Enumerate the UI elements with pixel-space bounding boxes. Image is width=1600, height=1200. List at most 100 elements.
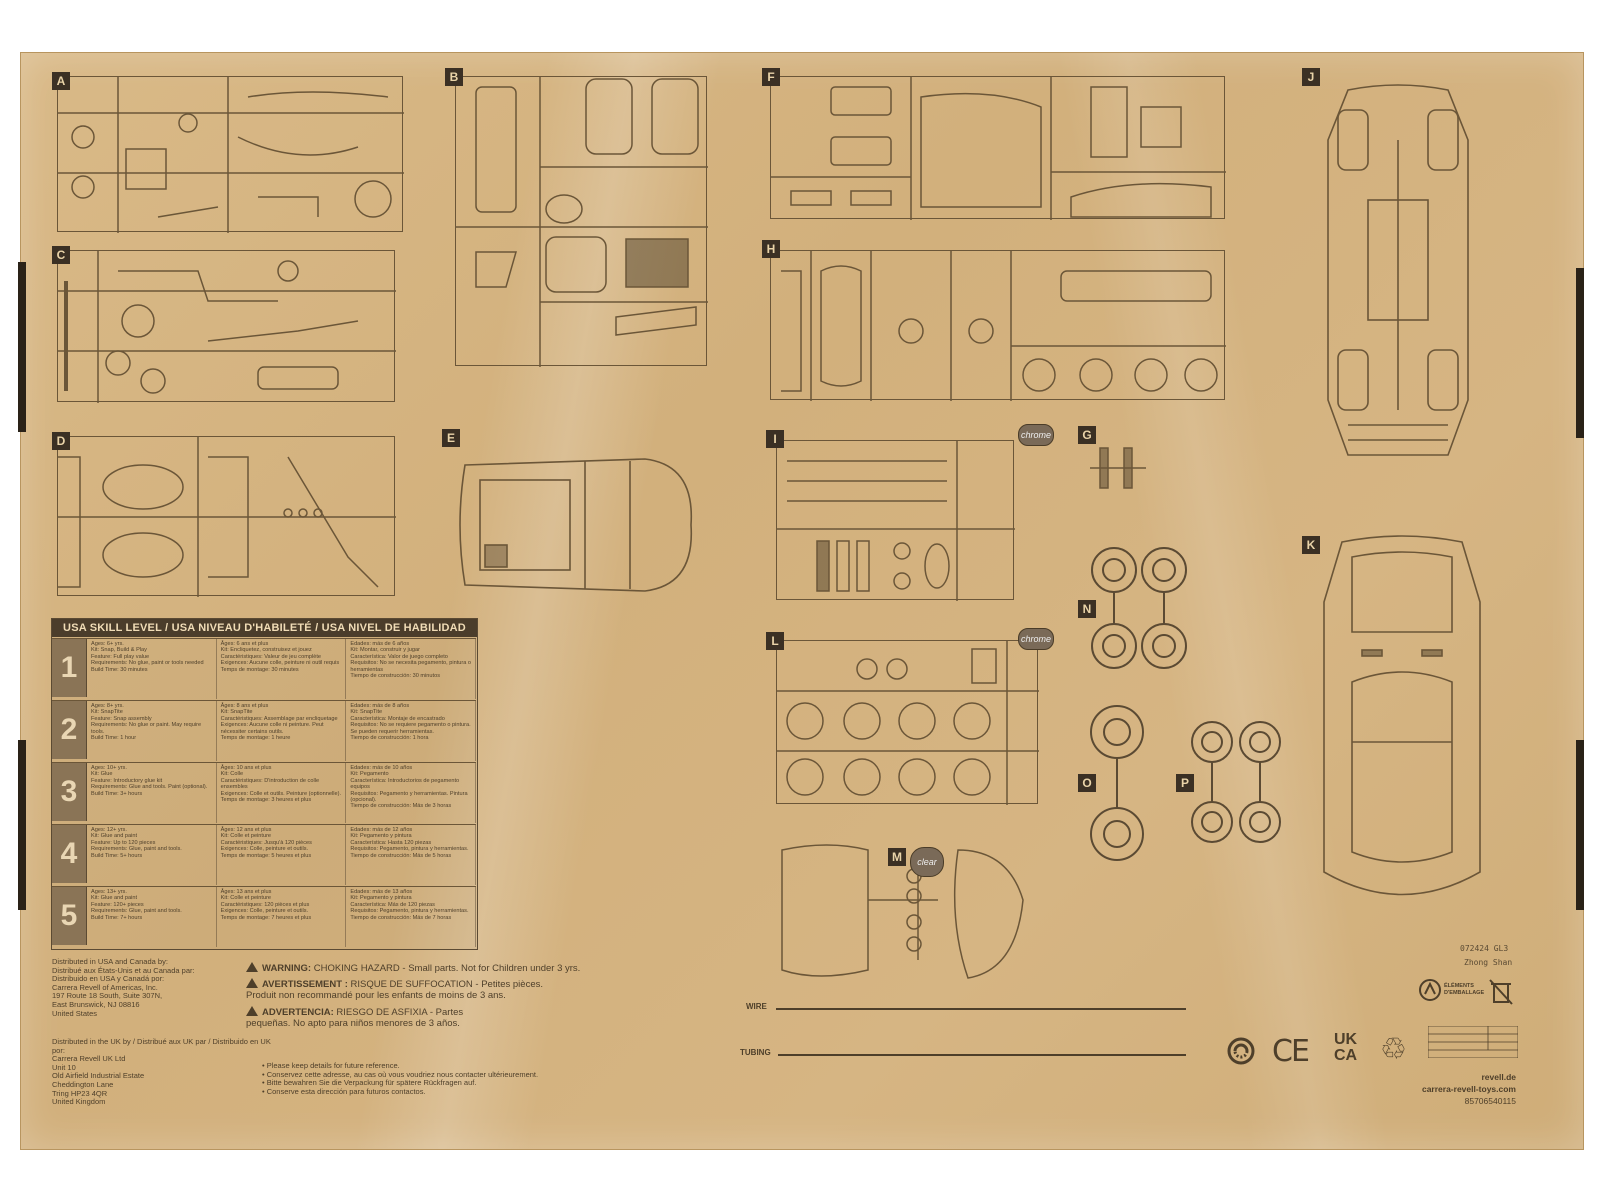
skill-text: Tiempo de construcción: Más de 7 horas xyxy=(350,914,452,921)
skill-text: Ages: 10+ yrs. xyxy=(91,765,127,771)
skill-text: Build Time: 3+ hours xyxy=(91,790,143,797)
skill-text: Ages: 6+ yrs. xyxy=(91,641,124,647)
sprue-l xyxy=(776,640,1039,805)
skill-text: Feature: Full play value xyxy=(91,653,150,660)
warning-text: CHOKING HAZARD - Small parts. Not for Ch… xyxy=(313,963,581,974)
skill-text: Build Time: 30 minutes xyxy=(91,666,148,673)
panel-badge-l: L xyxy=(766,632,784,650)
tires-n xyxy=(1091,547,1187,669)
skill-text: Requisitos: Pegamento y herramientas. Pi… xyxy=(350,790,468,804)
skill-level-number: 4 xyxy=(52,825,87,883)
warning-text: RIESGO DE ASFIXIA - Partes pequeñas. No … xyxy=(246,1007,464,1029)
skill-text: Caractéristiques: 120 pièces et plus xyxy=(220,901,310,908)
chassis-j xyxy=(1327,84,1469,456)
panel-badge-n: N xyxy=(1078,600,1096,618)
body-k xyxy=(1323,535,1481,896)
sprue-c xyxy=(57,250,396,403)
skill-text: Ages: 8+ yrs. xyxy=(91,703,124,709)
warning-title: WARNING: xyxy=(262,963,312,974)
skill-level-header: USA SKILL LEVEL / USA NIVEAU D'HABILETÉ … xyxy=(52,619,477,637)
skill-text: Exigences: Colle, peinture et outils. xyxy=(220,846,309,853)
url-carrera-revell: carrera-revell-toys.com xyxy=(1421,1084,1516,1094)
skill-text: Kit: Pegamento xyxy=(350,771,389,778)
skill-text: Kit: Pegamento y pintura xyxy=(350,895,412,902)
panel-badge-f: F xyxy=(762,68,780,86)
warning-triangle-icon xyxy=(246,978,258,988)
panel-badge-a: A xyxy=(52,72,70,90)
skill-level-number: 5 xyxy=(52,887,87,945)
panel-badge-c: C xyxy=(52,246,70,264)
keep-details-note: • Please keep details for future referen… xyxy=(262,1061,539,1096)
skill-text: Temps de montage: 30 minutes xyxy=(220,666,299,673)
warning-triangle-icon xyxy=(246,962,258,972)
chrome-tag-l: chrome xyxy=(1018,628,1054,650)
ce-mark: CE xyxy=(1272,1034,1310,1069)
side-slot-right-upper xyxy=(1576,268,1584,438)
wire-label: WIRE xyxy=(746,1002,767,1011)
warning-title: AVERTISSEMENT : xyxy=(262,979,348,990)
sprue-e xyxy=(455,455,697,595)
panel-badge-h: H xyxy=(762,240,780,258)
sprue-f xyxy=(770,76,1226,220)
skill-text: Kit: Glue xyxy=(91,771,113,778)
recycle-icon: ♲ xyxy=(1380,1032,1407,1067)
panel-badge-p: P xyxy=(1176,774,1194,792)
skill-text: Característica: Montaje de encastrado xyxy=(350,715,445,722)
skill-text: Temps de montage: 7 heures et plus xyxy=(220,914,312,921)
skill-text: Edades: más de 10 años xyxy=(350,765,413,771)
packaging-codes-table xyxy=(1428,1026,1518,1058)
skill-text: Requisitos: No se necesita pegamento, pi… xyxy=(350,660,471,673)
panel-badge-m: M xyxy=(888,848,906,866)
sprue-g xyxy=(1090,440,1146,504)
warning-es: ADVERTENCIA: RIESGO DE ASFIXIA - Partes … xyxy=(246,1006,506,1029)
skill-text: Ages: 13+ yrs. xyxy=(91,889,127,895)
skill-text: Edades: más de 13 años xyxy=(350,889,413,895)
skill-text: Tiempo de construcción: 30 minutos xyxy=(350,673,440,680)
skill-text: Âges: 8 ans et plus xyxy=(220,703,269,709)
triman-label: ÉLÉMENTS D'EMBALLAGE xyxy=(1444,983,1485,996)
panel-badge-d: D xyxy=(52,432,70,450)
panel-badge-b: B xyxy=(445,68,463,86)
skill-text: Âges: 12 ans et plus xyxy=(220,827,272,833)
triman-icon xyxy=(1419,979,1441,1001)
skill-text: Exigences: Aucune colle, peinture ni out… xyxy=(220,660,340,667)
warning-title: ADVERTENCIA: xyxy=(262,1007,334,1018)
skill-text: Tiempo de construcción: Más de 3 horas xyxy=(350,803,452,810)
skill-text: Âges: 13 ans et plus xyxy=(220,889,272,895)
distributor-usa: Distributed in USA and Canada by: Distri… xyxy=(52,957,195,1018)
skill-text: Kit: SnapTite xyxy=(220,709,253,716)
skill-level-number: 2 xyxy=(52,701,87,759)
panel-badge-o: O xyxy=(1078,774,1096,792)
skill-text: Kit: Colle et peinture xyxy=(220,833,272,840)
skill-text: Exigences: Colle et outils. Peinture (op… xyxy=(220,790,342,797)
sprue-m xyxy=(778,840,1028,982)
skill-text: Tiempo de construcción: Más de 5 horas xyxy=(350,852,452,859)
skill-text: Ages: 12+ yrs. xyxy=(91,827,127,833)
panel-badge-k: K xyxy=(1302,536,1320,554)
url-revell: revell.de xyxy=(1481,1072,1517,1082)
skill-text: Requirements: No glue or paint. May requ… xyxy=(91,722,202,735)
warning-triangle-icon xyxy=(246,1006,258,1016)
skill-text: Característica: Introductorios de pegame… xyxy=(350,777,460,791)
skill-level-number: 3 xyxy=(52,763,87,821)
skill-text: Kit: Glue and paint xyxy=(91,833,138,840)
skill-text: Caractéristiques: Jusqu'à 120 pièces xyxy=(220,839,312,846)
warning-fr: AVERTISSEMENT : RISQUE DE SUFFOCATION - … xyxy=(246,978,546,1001)
clear-tag-m: clear xyxy=(910,847,944,877)
skill-text: Exigences: Colle, peinture et outils. xyxy=(220,908,309,915)
skill-text: Feature: Up to 120 pieces xyxy=(91,839,156,846)
tubing-label: TUBING xyxy=(740,1048,771,1057)
